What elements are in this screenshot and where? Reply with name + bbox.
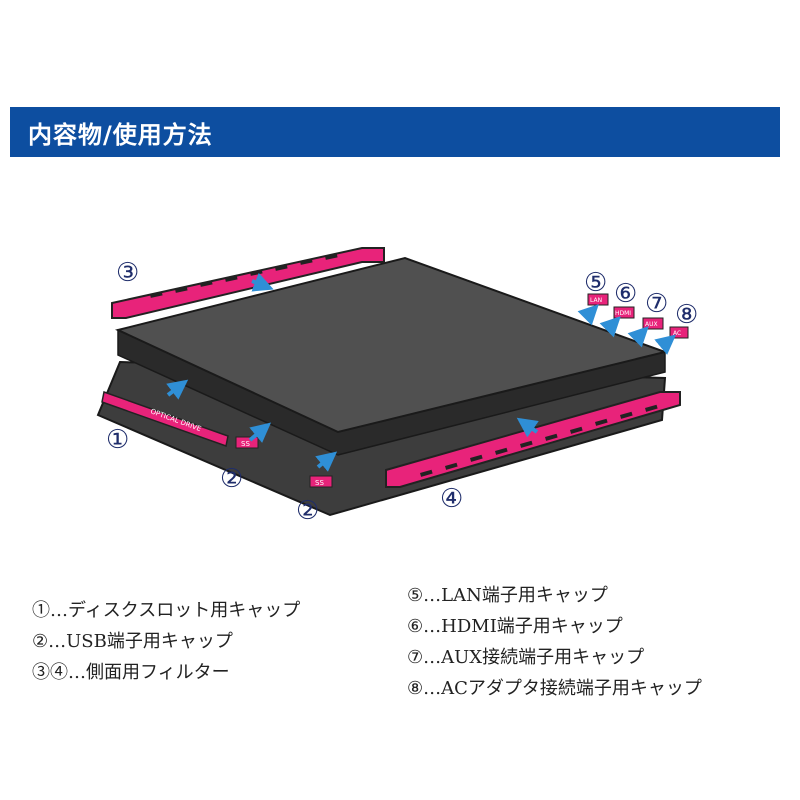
callout-8: ⑧ [675,300,698,330]
arrow-icon [248,422,272,443]
arrow-icon [627,326,649,348]
ac-cap-label: AC [673,330,681,337]
legend-item-hdmi: ⑥…HDMI端子用キャップ [407,616,623,637]
section-header: 内容物/使用方法 [10,107,780,157]
callout-2b: ② [296,496,319,526]
legend-item-ac: ⑧…ACアダプタ接続端子用キャップ [407,678,702,699]
legend-right: ⑤…LAN端子用キャップ ⑥…HDMI端子用キャップ ⑦…AUX接続端子用キャッ… [407,580,702,704]
legend-item-lan: ⑤…LAN端子用キャップ [407,585,608,606]
legend-item-disc-slot: ①…ディスクスロット用キャップ [32,600,301,621]
usb-cap-2: SS [309,475,333,488]
aux-cap-label: AUX [645,321,658,328]
legend-left: ①…ディスクスロット用キャップ ②…USB端子用キャップ ③④…側面用フィルター [32,595,300,688]
arrow-icons [166,272,677,472]
hdmi-cap-label: HDMI [615,310,631,317]
lan-cap-label: LAN [590,297,602,304]
filter-3 [111,247,385,319]
callout-6: ⑥ [614,279,637,309]
filter-4 [385,391,681,488]
callout-4: ④ [440,484,463,514]
usb-cap-1-label: SS [241,440,250,448]
callout-1: ① [106,425,129,455]
callout-3: ③ [116,258,139,288]
ac-cap: AC [669,326,689,339]
arrow-icon [654,334,677,355]
callout-2a: ② [220,464,243,494]
arrow-icon [516,417,539,438]
arrow-icon [251,272,274,292]
section-title: 内容物/使用方法 [28,120,213,149]
legend-item-side-filter: ③④…側面用フィルター [32,662,230,683]
arrow-icon [577,304,599,326]
aux-cap: AUX [642,317,664,330]
callout-7: ⑦ [645,289,668,319]
hdmi-cap: HDMI [613,306,635,319]
legend-item-usb: ②…USB端子用キャップ [32,631,233,652]
arrow-icon [315,451,338,472]
callout-5: ⑤ [584,268,607,298]
arrow-icon [166,379,189,400]
usb-cap-2-label: SS [315,479,324,487]
legend-item-aux: ⑦…AUX接続端子用キャップ [407,647,645,668]
arrow-icon [599,316,621,338]
